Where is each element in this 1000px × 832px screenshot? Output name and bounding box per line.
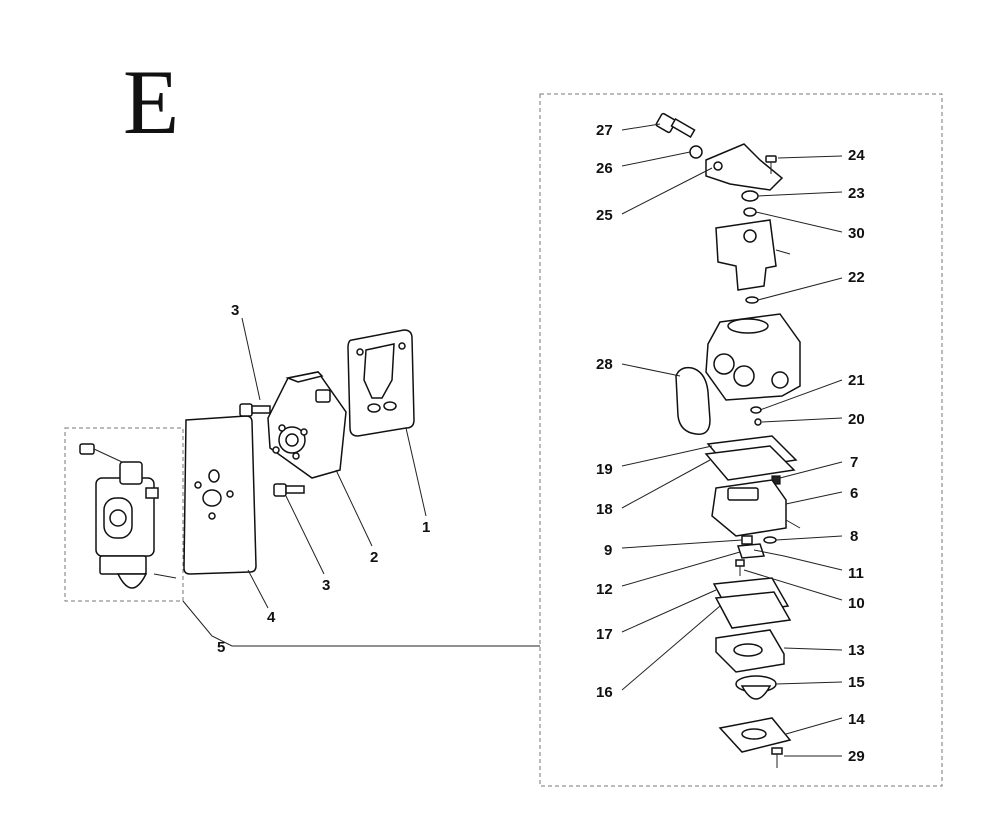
callout-8: 8 xyxy=(850,528,858,545)
leader-26 xyxy=(621,151,691,167)
callout-5: 5 xyxy=(217,639,225,656)
part-9 xyxy=(741,535,753,545)
gasket-1 xyxy=(347,329,415,437)
leader-28 xyxy=(621,363,681,377)
carburetor-body xyxy=(705,313,801,401)
callout-26: 26 xyxy=(596,160,613,177)
part-25 xyxy=(705,143,784,191)
callout-13: 13 xyxy=(848,642,865,659)
leader-30 xyxy=(755,211,843,233)
callout-16: 16 xyxy=(596,684,613,701)
callout-7: 7 xyxy=(850,454,858,471)
part-28 xyxy=(675,366,711,435)
callout-23: 23 xyxy=(848,185,865,202)
leader-14 xyxy=(785,717,843,735)
leader-5 xyxy=(182,600,540,647)
leader-3b xyxy=(285,495,325,575)
part-16 xyxy=(714,591,792,629)
callout-14: 14 xyxy=(848,711,865,728)
throttle-body xyxy=(715,219,791,291)
callout-9: 9 xyxy=(604,542,612,559)
callout-1: 1 xyxy=(422,519,430,536)
callout-19: 19 xyxy=(596,461,613,478)
part-6 xyxy=(711,479,801,537)
leader-17 xyxy=(621,589,717,633)
part-20 xyxy=(754,418,762,426)
carburetor-assembly xyxy=(79,443,177,589)
part-22 xyxy=(745,296,759,304)
callout-17: 17 xyxy=(596,626,613,643)
callout-22: 22 xyxy=(848,269,865,286)
section-letter: E xyxy=(123,51,179,153)
screw-3-lower xyxy=(273,483,305,497)
gasket-4 xyxy=(183,415,257,575)
leader-18 xyxy=(621,459,711,509)
leader-23 xyxy=(757,191,843,197)
leader-8 xyxy=(775,535,843,541)
part-21 xyxy=(750,406,762,414)
callout-3-lower: 3 xyxy=(322,577,330,594)
part-30 xyxy=(743,207,757,217)
part-8 xyxy=(763,536,777,544)
callout-15: 15 xyxy=(848,674,865,691)
leader-20 xyxy=(761,417,843,423)
part-15 xyxy=(735,675,777,700)
part-24 xyxy=(765,155,777,174)
part-29 xyxy=(771,747,783,768)
part-26 xyxy=(689,145,703,159)
callout-21: 21 xyxy=(848,372,865,389)
leader-21 xyxy=(759,379,843,411)
callout-4: 4 xyxy=(267,609,276,626)
callout-20: 20 xyxy=(848,411,865,428)
callout-27: 27 xyxy=(596,122,613,139)
callout-11: 11 xyxy=(848,565,864,582)
leader-13 xyxy=(783,647,843,651)
leader-9 xyxy=(621,539,743,549)
callout-10: 10 xyxy=(848,595,865,612)
leader-24 xyxy=(777,155,843,159)
callout-29: 29 xyxy=(848,748,865,765)
leader-12 xyxy=(621,551,741,587)
insulator-2 xyxy=(267,371,347,479)
leader-1 xyxy=(405,427,427,517)
leader-11 xyxy=(783,555,843,571)
leader-2 xyxy=(335,469,373,547)
part-11 xyxy=(753,549,785,557)
callout-25: 25 xyxy=(596,207,613,224)
part-18 xyxy=(704,445,796,481)
callout-3-upper: 3 xyxy=(231,302,239,319)
leader-16 xyxy=(621,605,721,691)
exploded-view-box xyxy=(539,93,943,787)
leader-25 xyxy=(621,167,713,215)
callout-2: 2 xyxy=(370,549,378,566)
callout-12: 12 xyxy=(596,581,613,598)
part-27 xyxy=(655,112,696,138)
leader-27 xyxy=(621,123,661,131)
callout-30: 30 xyxy=(848,225,865,242)
leader-22 xyxy=(757,277,843,301)
leader-7 xyxy=(779,461,843,479)
leader-4 xyxy=(247,569,269,609)
leader-15 xyxy=(775,681,843,685)
leader-6 xyxy=(785,491,843,505)
callout-6: 6 xyxy=(850,485,858,502)
part-13 xyxy=(715,629,785,673)
leader-10 xyxy=(743,569,843,601)
callout-24: 24 xyxy=(848,147,865,164)
callout-18: 18 xyxy=(596,501,613,518)
leader-19 xyxy=(621,445,713,467)
leader-3a xyxy=(241,317,261,401)
carburetor-assembly-box xyxy=(64,427,184,602)
screw-3-upper xyxy=(239,403,271,417)
part-10 xyxy=(735,559,745,576)
part-23 xyxy=(741,190,759,202)
part-12 xyxy=(736,543,766,559)
part-14 xyxy=(718,717,792,753)
callout-28: 28 xyxy=(596,356,613,373)
